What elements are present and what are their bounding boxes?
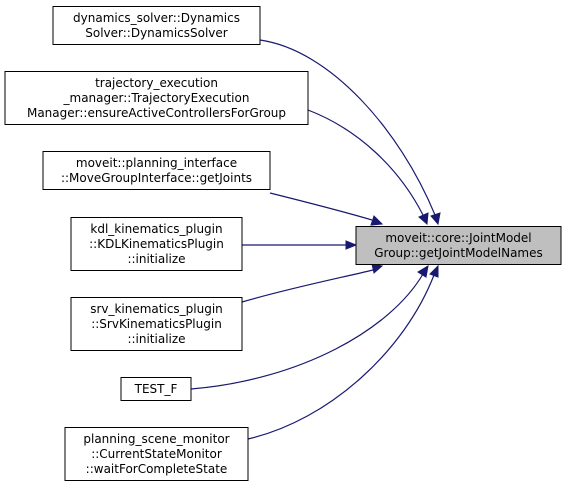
node-label-line: moveit::planning_interface — [76, 156, 237, 170]
edge-srv-kinematics — [241, 263, 384, 303]
edge-dynamics-solver — [259, 39, 441, 226]
node-dynamics-solver[interactable]: dynamics_solver::Dynamics Solver::Dynami… — [52, 6, 261, 45]
node-label-line: TEST_F — [134, 382, 178, 396]
node-label-line: ::KDLKinematicsPlugin — [89, 237, 224, 251]
node-move-group-interface[interactable]: moveit::planning_interface ::MoveGroupIn… — [42, 151, 271, 190]
node-label-line: _manager::TrajectoryExecution — [63, 91, 250, 105]
edge-test-f — [190, 265, 429, 390]
node-label-line: srv_kinematics_plugin — [90, 302, 223, 316]
node-current-state-monitor[interactable]: planning_scene_monitor ::CurrentStateMon… — [64, 427, 249, 481]
node-label-line: ::SrvKinematicsPlugin — [91, 317, 222, 331]
node-label-line: ::initialize — [127, 252, 185, 266]
node-label-line: moveit::core::JointModel — [385, 231, 531, 245]
node-label-line: ::initialize — [127, 332, 185, 346]
node-label-line: Manager::ensureActiveControllersForGroup — [27, 106, 286, 120]
node-srv-kinematics-plugin[interactable]: srv_kinematics_plugin ::SrvKinematicsPlu… — [70, 297, 243, 351]
edge-trajectory-execution — [307, 109, 429, 226]
node-label-line: trajectory_execution — [95, 76, 218, 90]
node-label-line: ::MoveGroupInterface::getJoints — [61, 171, 252, 185]
node-label-line: ::waitForCompleteState — [86, 462, 228, 476]
edge-kdl-kinematics — [242, 240, 358, 250]
node-trajectory-execution[interactable]: trajectory_execution _manager::Trajector… — [4, 71, 309, 125]
edge-move-group-interface — [269, 192, 384, 226]
edge-current-state-monitor — [247, 264, 439, 440]
node-label-line: planning_scene_monitor — [83, 432, 229, 446]
node-get-joint-model-names[interactable]: moveit::core::JointModel Group::getJoint… — [355, 226, 562, 265]
node-test-f[interactable]: TEST_F — [120, 377, 192, 401]
node-label-line: kdl_kinematics_plugin — [90, 222, 222, 236]
node-kdl-kinematics-plugin[interactable]: kdl_kinematics_plugin ::KDLKinematicsPlu… — [70, 217, 243, 271]
node-label-line: Solver::DynamicsSolver — [85, 26, 228, 40]
node-label-line: ::CurrentStateMonitor — [91, 447, 222, 461]
node-label-line: Group::getJointModelNames — [374, 246, 543, 260]
node-label-line: dynamics_solver::Dynamics — [73, 11, 240, 25]
